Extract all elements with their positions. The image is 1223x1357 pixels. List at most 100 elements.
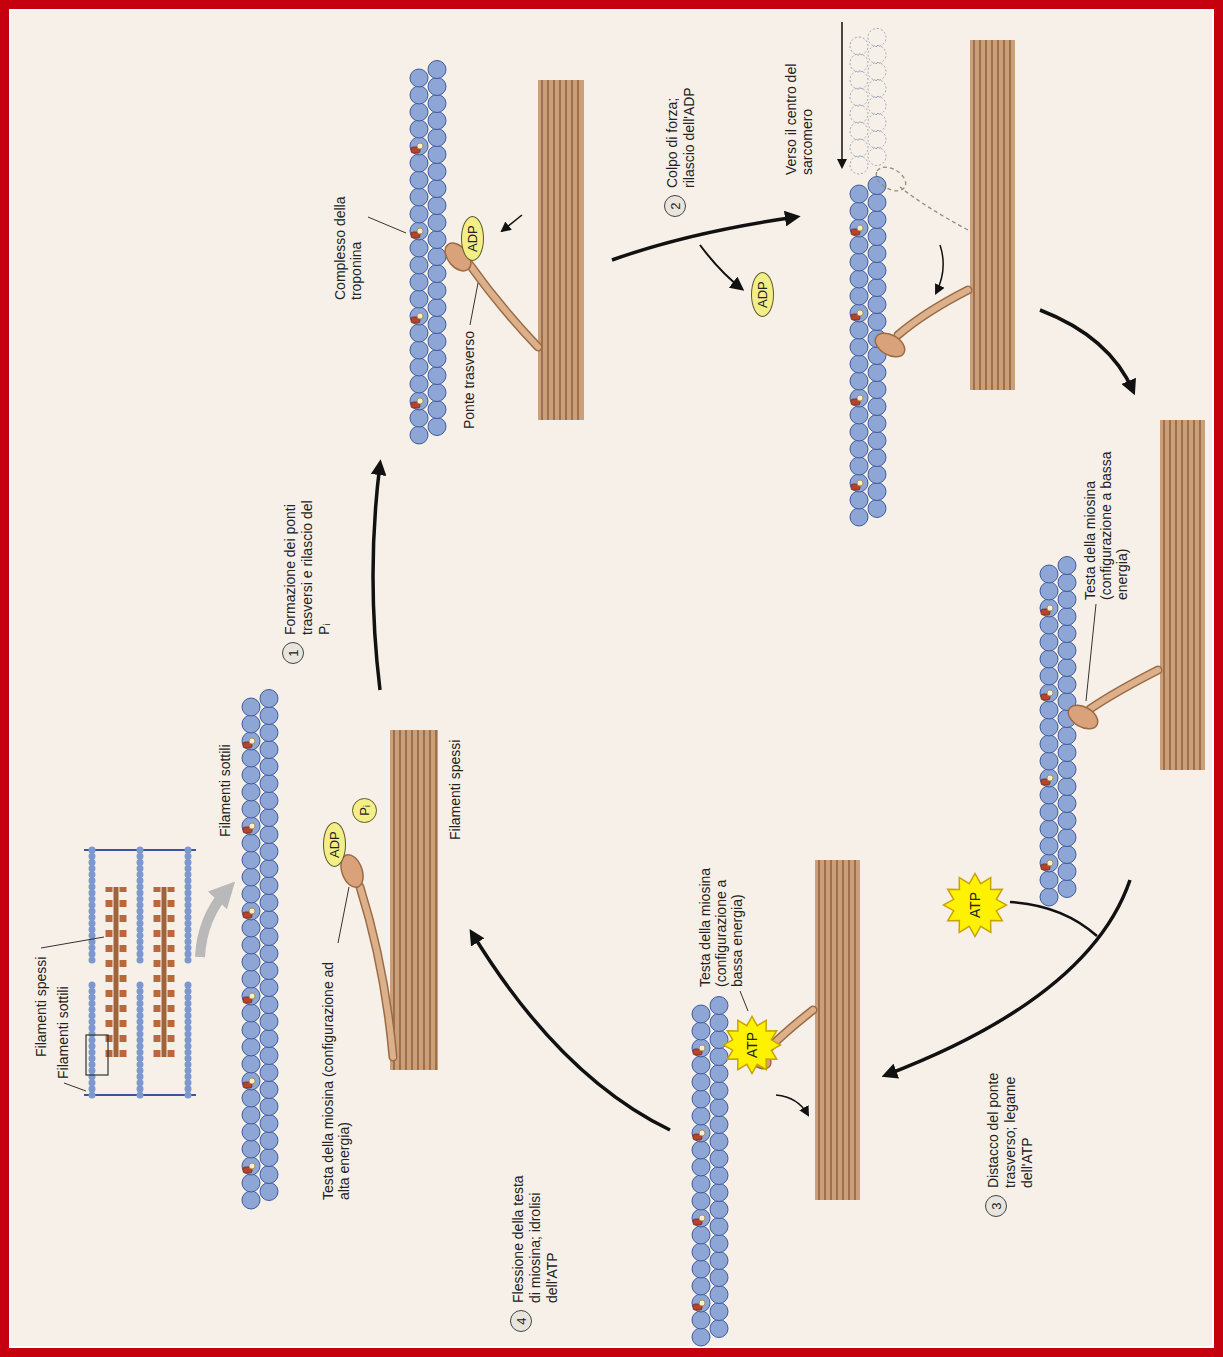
actin-bead xyxy=(850,338,868,356)
actin-bead xyxy=(850,236,868,254)
leader-lines xyxy=(338,217,1096,1011)
cycle-arrows xyxy=(373,22,1133,1130)
troponin-dot xyxy=(417,228,423,234)
actin-bead xyxy=(1040,786,1058,804)
actin-bead xyxy=(260,1166,278,1184)
sarcomere-inset xyxy=(41,850,228,1095)
actin-bead xyxy=(260,1013,278,1031)
actin-bead xyxy=(692,1277,710,1295)
actin-bead xyxy=(410,307,428,325)
actin-bead xyxy=(850,440,868,458)
actin-bead xyxy=(692,1039,710,1057)
actin-bead xyxy=(260,996,278,1014)
thick-filament-line xyxy=(399,730,400,1070)
troponin-dot xyxy=(699,1045,705,1051)
troponin-dot xyxy=(249,908,255,914)
actin-bead xyxy=(428,350,446,368)
actin-bead xyxy=(868,29,886,47)
troponin-dot xyxy=(1047,775,1053,781)
actin-bead xyxy=(710,1065,728,1083)
troponin-dot xyxy=(249,823,255,829)
actin-bead xyxy=(428,95,446,113)
actin-bead xyxy=(410,69,428,87)
actin-bead xyxy=(868,364,886,382)
actin-bead xyxy=(410,273,428,291)
actin-bead xyxy=(260,877,278,895)
actin-bead xyxy=(692,1005,710,1023)
actin-bead xyxy=(428,146,446,164)
thick-filament-line xyxy=(1169,420,1170,770)
actin-bead xyxy=(260,724,278,742)
thick-filament-line xyxy=(991,40,992,390)
actin-bead xyxy=(428,180,446,198)
actin-bead xyxy=(242,817,260,835)
actin-bead xyxy=(410,120,428,138)
phosphate-circle: Pᵢ xyxy=(352,798,377,823)
troponin-dot xyxy=(1047,860,1053,866)
molecule-label: ADP xyxy=(327,831,342,858)
actin-bead xyxy=(242,749,260,767)
actin-bead xyxy=(242,715,260,733)
actin-bead xyxy=(692,1175,710,1193)
actin-bead xyxy=(850,474,868,492)
actin-bead xyxy=(1058,812,1076,830)
actin-bead xyxy=(242,902,260,920)
actin-bead xyxy=(1040,871,1058,889)
actin-bead xyxy=(1058,795,1076,813)
actin-bead xyxy=(868,432,886,450)
actin-bead xyxy=(850,71,868,89)
thick-filament-line xyxy=(973,40,974,390)
actin-bead xyxy=(868,313,886,331)
actin-bead xyxy=(868,194,886,212)
actin-bead xyxy=(850,304,868,322)
thick-filament-line xyxy=(559,80,560,420)
thick-filament-line xyxy=(1187,420,1188,770)
actin-bead xyxy=(1040,735,1058,753)
part-label: Filamenti spessi xyxy=(447,740,463,840)
actin-bead xyxy=(428,231,446,249)
troponin-dot xyxy=(249,738,255,744)
myosin-heads xyxy=(337,162,1158,1073)
actin-bead xyxy=(1058,642,1076,660)
part-label: Filamenti spessi xyxy=(33,957,49,1057)
thick-filament-line xyxy=(393,730,394,1070)
actin-bead xyxy=(242,936,260,954)
actin-bead xyxy=(868,415,886,433)
actin-bead xyxy=(410,239,428,257)
part-label: Complesso della troponina xyxy=(332,170,364,300)
actin-bead xyxy=(242,885,260,903)
actin-bead xyxy=(850,37,868,55)
actin-bead xyxy=(242,800,260,818)
actin-bead xyxy=(242,1157,260,1175)
actin-bead xyxy=(710,1303,728,1321)
troponin-dot xyxy=(857,225,863,231)
actin-bead xyxy=(242,868,260,886)
actin-bead xyxy=(410,392,428,410)
molecule-label: ADP xyxy=(755,281,770,308)
callout-number: 4 xyxy=(510,1310,532,1332)
thick-filament-line xyxy=(842,860,843,1200)
actin-bead xyxy=(242,1106,260,1124)
actin-bead xyxy=(1040,854,1058,872)
part-label: Testa della miosina (configurazione ad a… xyxy=(320,950,352,1200)
actin-bead xyxy=(260,792,278,810)
actin-bead xyxy=(428,78,446,96)
actin-bead xyxy=(868,296,886,314)
actin-bead xyxy=(428,112,446,130)
actin-bead xyxy=(260,843,278,861)
thick-filament-line xyxy=(1193,420,1194,770)
actin-bead xyxy=(410,290,428,308)
actin-bead xyxy=(242,1004,260,1022)
troponin-dot xyxy=(699,1130,705,1136)
actin-bead xyxy=(242,1191,260,1209)
thick-filament-line xyxy=(405,730,406,1070)
thick-filament-line xyxy=(565,80,566,420)
thick-filament-line xyxy=(1003,40,1004,390)
actin-bead xyxy=(710,1252,728,1270)
actin-bead xyxy=(710,1099,728,1117)
actin-bead xyxy=(1058,608,1076,626)
actin-bead xyxy=(692,1328,710,1346)
actin-bead xyxy=(428,333,446,351)
actin-bead xyxy=(410,426,428,444)
